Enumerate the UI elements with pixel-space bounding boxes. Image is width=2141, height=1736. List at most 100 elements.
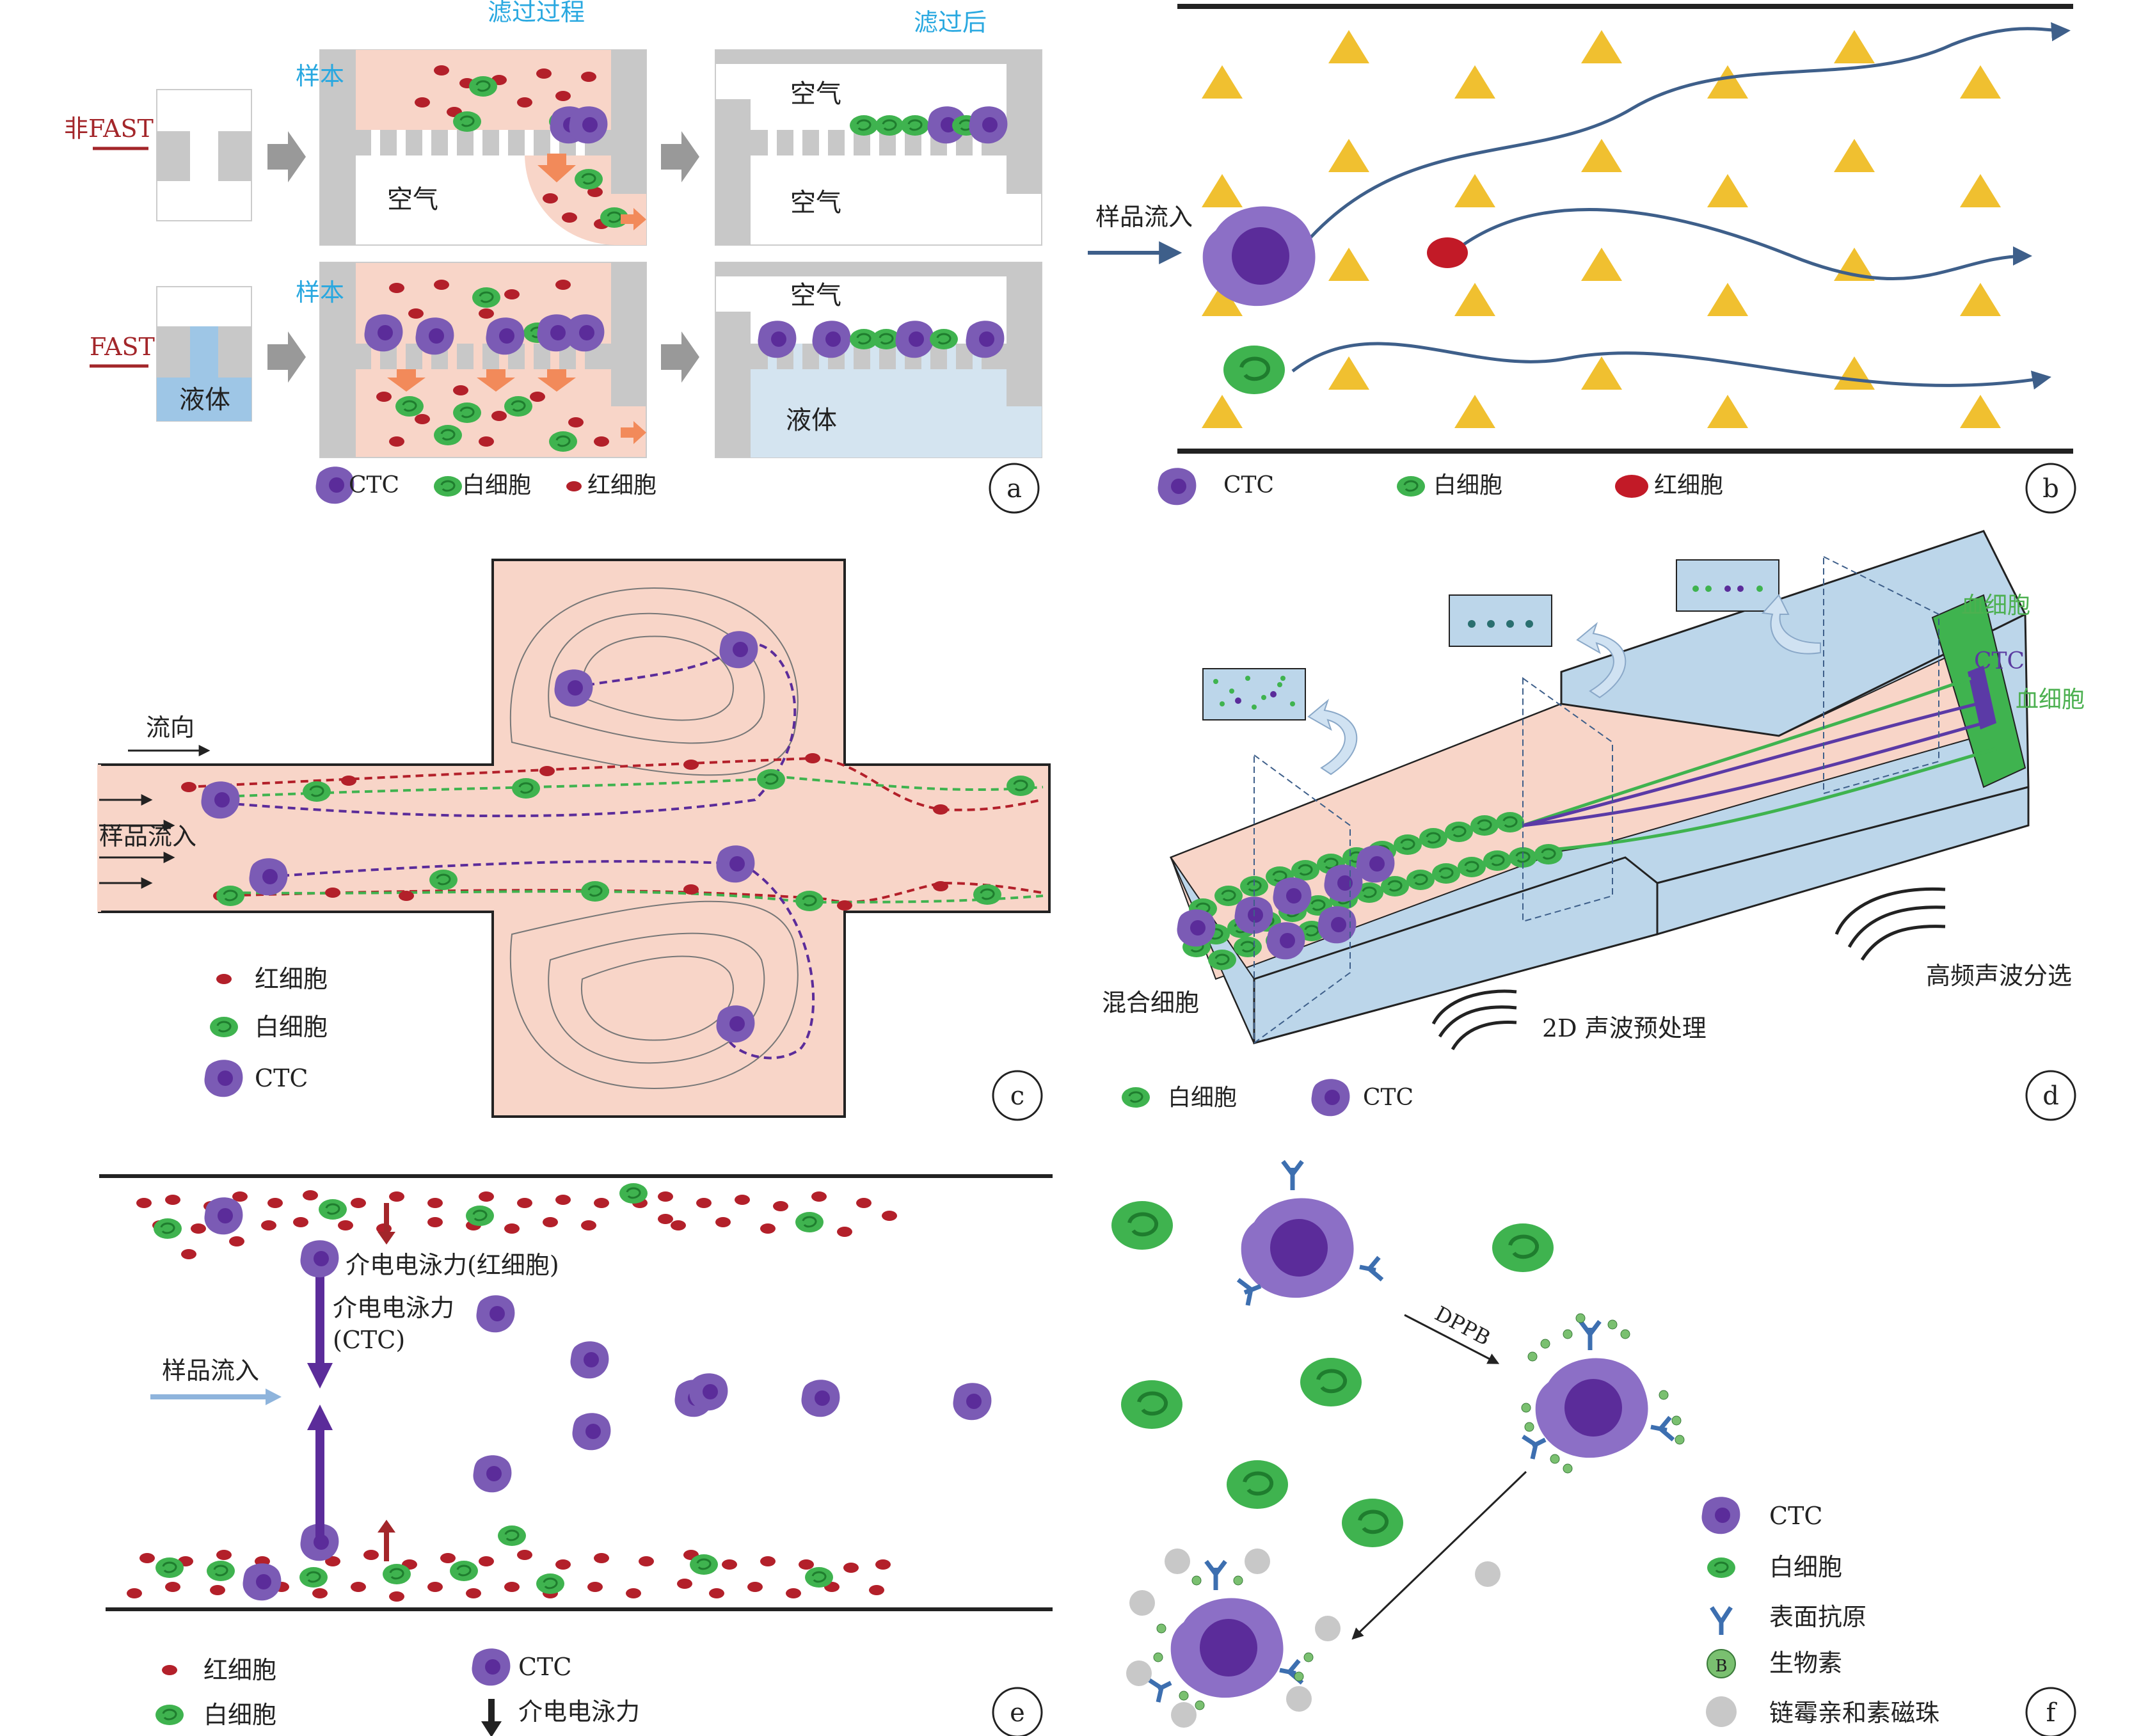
- dep-rbc-arrow-down: [384, 1203, 389, 1235]
- ctc-trajectory: [1304, 22, 2071, 244]
- legend-e: 红细胞 白细胞 CTC 介电电泳力: [154, 1648, 640, 1736]
- flow-arrows-fast: [387, 369, 646, 444]
- inflow-label-b: 样品流入: [1095, 203, 1193, 231]
- panel-f-circle: [2025, 1687, 2076, 1736]
- arrow-right-icon: [661, 331, 699, 383]
- wbc-trajectory: [1291, 342, 2051, 390]
- rbc-band-top-e: [136, 1182, 897, 1259]
- blood-cells-top-label: 血细胞: [1961, 593, 2030, 619]
- arrow-right-icon: [267, 131, 306, 182]
- legend-d: 白细胞 CTC: [1120, 1079, 1413, 1117]
- mixed-cells-label: 混合细胞: [1102, 989, 1199, 1017]
- dppb-arrow: [1404, 1314, 1500, 1364]
- air-label-after-top: 空气: [790, 79, 841, 109]
- legend-e-ctc: CTC: [518, 1653, 572, 1681]
- legend-e-wbc: 白细胞: [203, 1701, 276, 1729]
- bead-icon: [1706, 1696, 1737, 1727]
- legend-b-ctc: CTC: [1223, 472, 1274, 498]
- non-fast-chip: [156, 89, 252, 221]
- sample-label-bottom: 样本: [296, 278, 344, 307]
- inflow-arrows-c: [99, 794, 175, 889]
- rbc-trajectory: [1451, 208, 2032, 281]
- antigen-icon: [1710, 1606, 1733, 1635]
- panel-e: 介电电泳力(红细胞) 介电电泳力 (CTC) 样品流入 红细胞 白细胞 CTC …: [99, 1174, 1053, 1736]
- fast-after-box: [715, 262, 1042, 458]
- dep-ctc-arrow-up: [315, 1430, 324, 1542]
- dep-ctc-label-1: 介电电泳力: [333, 1294, 454, 1322]
- biotin-icon-mark: B: [1715, 1657, 1727, 1676]
- legend-c-wbc: 白细胞: [255, 1013, 328, 1041]
- ctc-out-label: CTC: [1974, 648, 2025, 674]
- arrow-right-icon: [267, 331, 306, 383]
- transducer-waves-right: [1835, 887, 1946, 961]
- panel-a: 滤过过程 滤过后 非FAST 样本: [64, 0, 1042, 514]
- liquid-label-chip: 液体: [179, 385, 230, 415]
- dep-ctc-arrow-down: [315, 1264, 324, 1363]
- filtering-title: 滤过过程: [488, 0, 585, 26]
- hf-sorting-label: 高频声波分选: [1926, 962, 2072, 990]
- after-title: 滤过后: [914, 8, 987, 36]
- legend-d-wbc: 白细胞: [1168, 1085, 1237, 1111]
- legend-f: CTC 白细胞 表面抗原 B 生物素 链霉亲和素磁珠: [1701, 1497, 1939, 1727]
- capture-arrow: [1351, 1470, 1527, 1640]
- legend-b-wbc: 白细胞: [1433, 472, 1502, 498]
- ctc-cell-b: [1202, 206, 1316, 307]
- acoustic-chip: [1169, 530, 2030, 1044]
- panel-c-letter: c: [1010, 1081, 1024, 1111]
- legend-e-rbc: 红细胞: [203, 1656, 276, 1684]
- panel-d: 血细胞 CTC 血细胞 混合细胞 2D 声波预处理 高频声波分选 白细胞 CTC…: [1102, 530, 2085, 1121]
- panel-c-circle: [992, 1070, 1043, 1121]
- legend-f-biotin: 生物素: [1769, 1649, 1842, 1677]
- biotin-icon: [1707, 1649, 1736, 1678]
- ctc-captured-f: [1126, 1549, 1341, 1728]
- rbc-cell-b: [1427, 237, 1468, 268]
- ctc-labeled-f: [1521, 1313, 1685, 1474]
- panel-e-circle: [992, 1687, 1043, 1736]
- legend-f-wbc: 白细胞: [1769, 1553, 1842, 1581]
- fast-chip: [156, 286, 252, 422]
- pretreatment-label: 2D 声波预处理: [1542, 1014, 1707, 1042]
- legend-a-wbc: 白细胞: [462, 472, 531, 498]
- fast-filtering-box: [319, 262, 647, 458]
- channel-chamber: [98, 559, 1051, 1118]
- legend-a: CTC 白细胞 红细胞: [315, 466, 657, 504]
- dep-rbc-label: 介电电泳力(红细胞): [346, 1251, 559, 1279]
- legend-c: 红细胞 白细胞 CTC: [204, 965, 328, 1097]
- inflow-label-e: 样品流入: [162, 1357, 259, 1385]
- sample-label-top: 样本: [296, 62, 344, 90]
- panel-c: 流向 样品流入 红细胞 白细胞 CTC c: [97, 559, 1051, 1121]
- blood-cells-bottom-label: 血细胞: [2016, 687, 2085, 713]
- non-fast-after-box: [715, 49, 1042, 246]
- sorting-streams-d: [1522, 676, 1997, 853]
- legend-c-rbc: 红细胞: [255, 965, 328, 993]
- arrow-right-icon: [661, 131, 699, 182]
- section-guides-d: [1254, 555, 1939, 1044]
- legend-f-ctc: CTC: [1769, 1502, 1823, 1530]
- legend-f-beads: 链霉亲和素磁珠: [1769, 1699, 1939, 1727]
- panel-e-letter: e: [1010, 1698, 1025, 1728]
- dep-rbc-arrow-up: [384, 1529, 389, 1561]
- air-label-after-bottom: 空气: [790, 188, 841, 218]
- liquid-label-fast-after: 液体: [786, 406, 837, 435]
- dep-ctc-label-2: (CTC): [333, 1326, 405, 1354]
- wbc-cell-b: [1223, 346, 1285, 394]
- post-array: [1202, 30, 2001, 428]
- air-label-fast-after: 空气: [790, 281, 841, 310]
- legend-b: CTC 白细胞 红细胞: [1158, 468, 1723, 506]
- panel-d-circle: [2025, 1070, 2076, 1121]
- flow-arrow-down-icon: [537, 154, 576, 182]
- non-fast-label: 非FAST: [64, 115, 154, 143]
- air-label-left: 空气: [387, 185, 438, 214]
- legend-a-ctc: CTC: [349, 472, 399, 498]
- legend-b-rbc: 红细胞: [1654, 472, 1723, 498]
- dppb-label: DPPB: [1431, 1302, 1494, 1351]
- panel-f-letter: f: [2046, 1698, 2058, 1728]
- legend-d-ctc: CTC: [1363, 1085, 1413, 1111]
- panel-b-letter: b: [2042, 474, 2059, 504]
- panel-d-letter: d: [2042, 1081, 2059, 1111]
- panel-a-circle: [989, 463, 1040, 514]
- legend-f-antigen: 表面抗原: [1769, 1603, 1866, 1631]
- panel-a-letter: a: [1007, 474, 1022, 504]
- fast-label: FAST: [90, 333, 155, 361]
